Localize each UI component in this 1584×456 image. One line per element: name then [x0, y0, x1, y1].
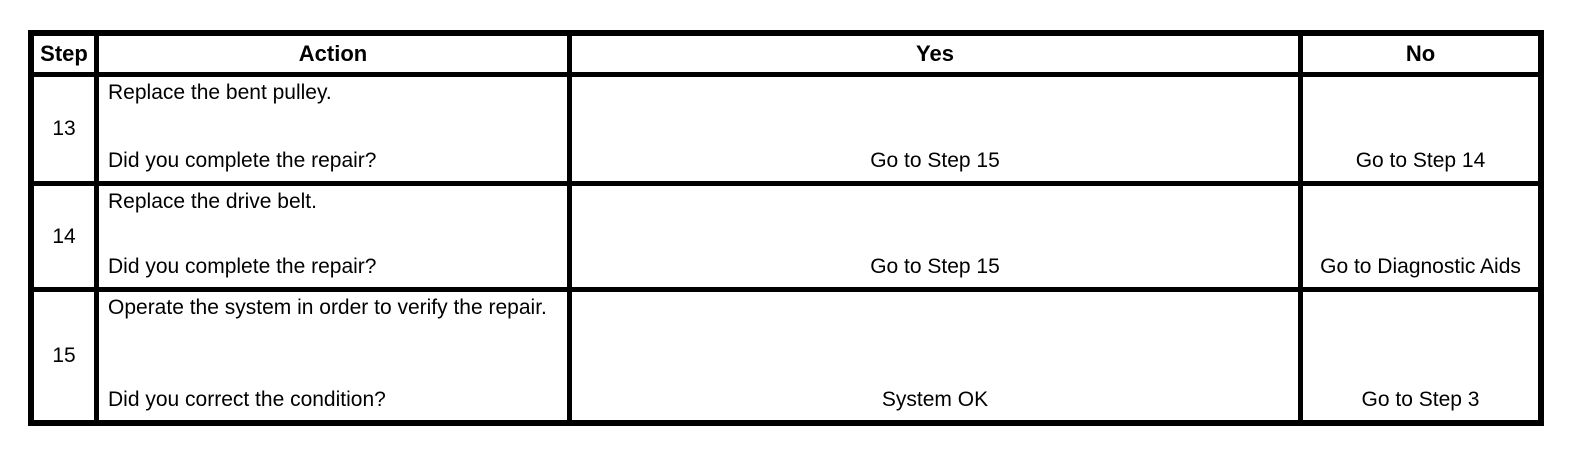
action-cell-14: Replace the drive belt. Did you complete…: [99, 186, 567, 287]
step-cell-13: 13: [34, 77, 94, 181]
question-text: Did you complete the repair?: [108, 255, 377, 278]
question-text: Did you correct the condition?: [108, 388, 386, 411]
no-text: Go to Diagnostic Aids: [1320, 255, 1521, 278]
yes-text: Go to Step 15: [870, 255, 1000, 278]
header-no: No: [1303, 36, 1538, 72]
no-text: Go to Step 14: [1355, 149, 1486, 172]
yes-text: Go to Step 15: [870, 149, 1000, 172]
yes-cell-14: Go to Step 15: [572, 186, 1298, 287]
action-cell-13: Replace the bent pulley. Did you complet…: [99, 77, 567, 181]
header-no-label: No: [1405, 41, 1436, 66]
action-text: Operate the system in order to verify th…: [108, 296, 547, 319]
action-text: Replace the bent pulley.: [108, 81, 332, 104]
action-cell-15: Operate the system in order to verify th…: [99, 292, 567, 420]
step-number: 14: [52, 224, 76, 248]
yes-cell-13: Go to Step 15: [572, 77, 1298, 181]
no-text: Go to Step 3: [1361, 388, 1480, 411]
header-step-label: Step: [40, 41, 88, 66]
header-yes: Yes: [572, 36, 1298, 72]
diagnostic-steps-table: Step Action Yes No 13 Replace the bent p…: [28, 30, 1544, 426]
question-text: Did you complete the repair?: [108, 149, 377, 172]
no-cell-13: Go to Step 14: [1303, 77, 1538, 181]
no-cell-14: Go to Diagnostic Aids: [1303, 186, 1538, 287]
header-step: Step: [34, 36, 94, 72]
yes-text: System OK: [881, 388, 989, 411]
step-cell-14: 14: [34, 186, 94, 287]
step-number: 13: [52, 117, 76, 140]
step-number: 15: [52, 344, 76, 367]
header-yes-label: Yes: [916, 41, 954, 66]
yes-cell-15: System OK: [572, 292, 1298, 420]
no-cell-15: Go to Step 3: [1303, 292, 1538, 420]
step-cell-15: 15: [34, 292, 94, 420]
header-action: Action: [99, 36, 567, 72]
action-text: Replace the drive belt.: [108, 190, 317, 213]
header-action-label: Action: [298, 41, 368, 66]
